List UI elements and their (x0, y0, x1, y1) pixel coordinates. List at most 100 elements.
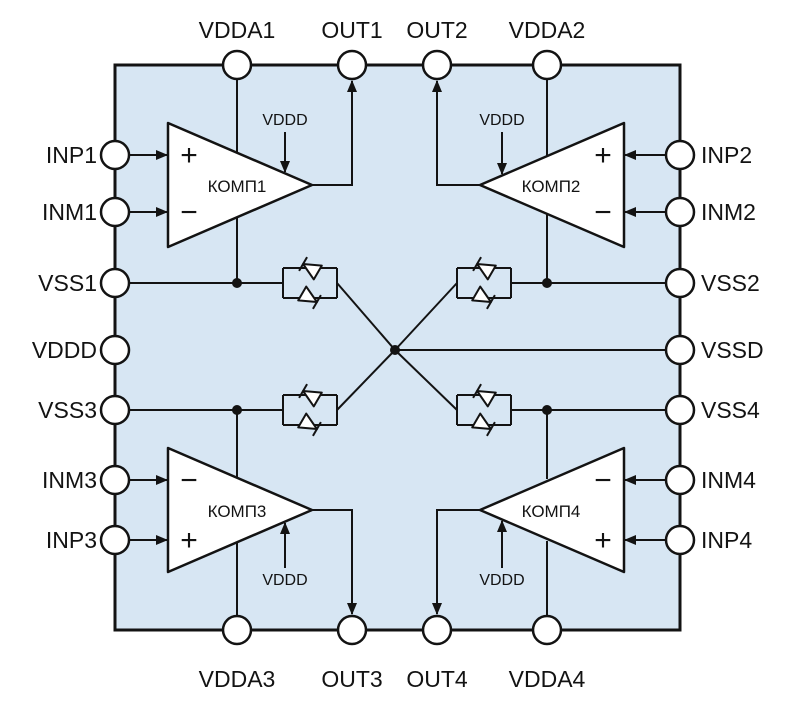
comparator-komp2-body (478, 121, 626, 249)
pin-out4-label: OUT4 (406, 666, 468, 692)
pin-inp2-label: INP2 (701, 142, 752, 168)
pin-inp1-label: INP1 (46, 142, 97, 168)
pin-out2-label: OUT2 (406, 17, 467, 43)
junction-dot-center (390, 345, 400, 355)
pin-vdda3-pad (221, 614, 253, 646)
pin-inm1: INM1 (42, 196, 131, 228)
comparator-komp4: − + КОМП4 VDDD (478, 446, 626, 589)
comparator-komp2-label: КОМП2 (522, 177, 581, 196)
comparator-komp2-plus: + (594, 139, 612, 172)
wire-esd-diag-2 (394, 282, 458, 351)
pin-inm1-pad (99, 196, 131, 228)
pin-out4: OUT4 (406, 614, 468, 692)
pin-vss3: VSS3 (38, 394, 131, 426)
pin-inp2: INP2 (664, 139, 752, 171)
junction-dot-vss2 (542, 278, 552, 288)
pin-vdda4-pad (531, 614, 563, 646)
junction-dot-vss3 (232, 405, 242, 415)
pins: VDDA1 OUT1 OUT2 VDDA2 VDDA3 OUT3 OUT4 (32, 17, 764, 692)
pin-out2: OUT2 (406, 17, 468, 81)
pin-vdda4-label: VDDA4 (509, 666, 586, 692)
pin-vdda2-label: VDDA2 (509, 17, 586, 43)
wire-esd-diag-1 (336, 282, 396, 351)
pin-vdda1-label: VDDA1 (199, 17, 276, 43)
pin-out2-pad (421, 49, 453, 81)
wires (129, 79, 666, 616)
pin-out4-pad (421, 614, 453, 646)
pin-inm2: INM2 (664, 196, 756, 228)
comparator-komp3-plus: + (180, 524, 198, 557)
comparator-komp4-minus: − (594, 464, 612, 497)
comparator-komp4-label: КОМП4 (522, 502, 581, 521)
pin-inm2-pad (664, 196, 696, 228)
comparator-komp1-plus: + (180, 139, 198, 172)
comparator-komp1: + − КОМП1 VDDD (166, 112, 314, 249)
pin-vddd: VDDD (32, 334, 131, 366)
pin-inp4-label: INP4 (701, 527, 752, 553)
pin-inm4: INM4 (664, 464, 756, 496)
pin-inm2-label: INM2 (701, 199, 756, 225)
wire-out2 (432, 80, 480, 186)
pin-out1-pad (336, 49, 368, 81)
pin-vddd-pad (99, 334, 131, 366)
comparator-komp4-supply-label: VDDD (479, 572, 524, 589)
comparator-kom4-plus: + (594, 524, 612, 557)
pin-vss1-pad (99, 267, 131, 299)
pin-out3: OUT3 (321, 614, 383, 692)
pin-vss4-pad (664, 394, 696, 426)
pin-vss4: VSS4 (664, 394, 760, 426)
junction-dot-vss4 (542, 405, 552, 415)
pin-vss2: VSS2 (664, 267, 760, 299)
pin-inp4: INP4 (664, 524, 752, 556)
comparator-komp1-minus: − (180, 196, 198, 229)
comparators: + − КОМП1 VDDD + − КОМП2 VDDD − + КОМП3 … (166, 112, 626, 589)
comparator-komp2-supply-label: VDDD (479, 112, 524, 129)
pin-inm3-label: INM3 (42, 467, 97, 493)
wire-esd-diag-3 (336, 349, 396, 411)
pin-vddd-label: VDDD (32, 337, 97, 363)
pin-vdda3: VDDA3 (199, 614, 276, 692)
comparator-komp2-minus: − (594, 196, 612, 229)
pin-inm3: INM3 (42, 464, 131, 496)
wire-out3 (312, 509, 357, 615)
comparator-komp3: − + КОМП3 VDDD (166, 446, 314, 589)
pin-out1-label: OUT1 (321, 17, 382, 43)
pin-vdda4: VDDA4 (509, 614, 586, 692)
pin-vss2-pad (664, 267, 696, 299)
pin-inp3: INP3 (46, 524, 131, 556)
pin-vdda1: VDDA1 (199, 17, 276, 81)
pin-inp1: INP1 (46, 139, 131, 171)
comparator-komp4-body (478, 446, 626, 574)
pin-out1: OUT1 (321, 17, 383, 81)
pin-inm4-label: INM4 (701, 467, 756, 493)
comparator-komp2: + − КОМП2 VDDD (478, 112, 626, 249)
pin-vss3-label: VSS3 (38, 397, 97, 423)
wire-out4 (432, 509, 480, 615)
comparator-komp3-supply-label: VDDD (262, 572, 307, 589)
pin-vdda3-label: VDDA3 (199, 666, 276, 692)
pin-vss1-label: VSS1 (38, 270, 97, 296)
comparator-komp3-minus: − (180, 464, 198, 497)
pin-inm4-pad (664, 464, 696, 496)
pin-inm3-pad (99, 464, 131, 496)
pin-vdda2: VDDA2 (509, 17, 586, 81)
comparator-komp3-label: КОМП3 (208, 502, 267, 521)
pin-vss1: VSS1 (38, 267, 131, 299)
comparator-komp1-label: КОМП1 (208, 177, 267, 196)
pin-vdda2-pad (531, 49, 563, 81)
pin-vss2-label: VSS2 (701, 270, 760, 296)
junction-dot-vss1 (232, 278, 242, 288)
comparator-komp1-supply-label: VDDD (262, 112, 307, 129)
pin-vss4-label: VSS4 (701, 397, 760, 423)
comparator-komp1-body (166, 121, 314, 249)
pin-inp3-label: INP3 (46, 527, 97, 553)
comparator-komp3-body (166, 446, 314, 574)
pin-out3-pad (336, 614, 368, 646)
pin-inp2-pad (664, 139, 696, 171)
pin-vssd: VSSD (664, 334, 764, 366)
pin-vssd-label: VSSD (701, 337, 764, 363)
pin-vssd-pad (664, 334, 696, 366)
pin-inp3-pad (99, 524, 131, 556)
